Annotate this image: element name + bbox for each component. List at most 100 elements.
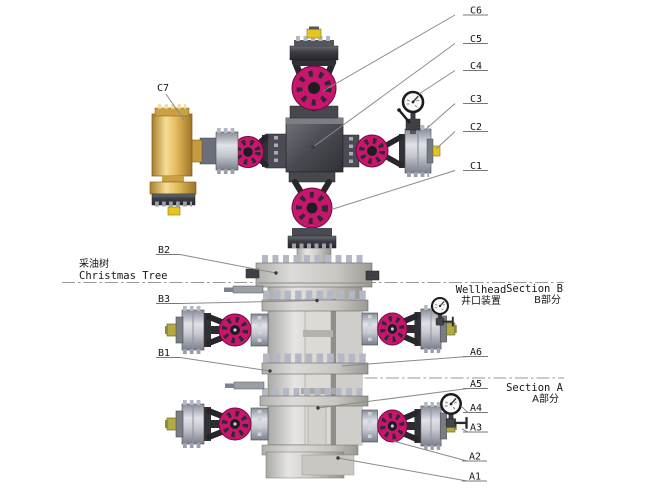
callout-a4: A4 bbox=[470, 403, 482, 414]
callout-c1: C1 bbox=[470, 161, 482, 172]
vent-fitting-left bbox=[245, 268, 260, 279]
leader-c3 bbox=[424, 103, 456, 131]
yoke-top-bar bbox=[293, 58, 335, 66]
leader-end-dots bbox=[268, 145, 340, 460]
leader-c1 bbox=[332, 170, 456, 210]
christmas-tree-label-zh: 采油树 bbox=[79, 257, 109, 270]
vent-fitting-right bbox=[365, 270, 380, 281]
bonnet-cap bbox=[289, 45, 339, 61]
handwheel-hub bbox=[306, 202, 318, 214]
callout-a5: A5 bbox=[470, 379, 482, 390]
side-valve-b-left bbox=[165, 309, 268, 352]
callout-a6: A6 bbox=[470, 347, 482, 358]
yellow-top-fitting bbox=[306, 28, 322, 39]
cap-top bbox=[294, 40, 334, 47]
leader-dot-a5 bbox=[316, 406, 320, 410]
casing-head-top-flange bbox=[259, 395, 369, 407]
handwheel-hub bbox=[243, 147, 253, 157]
leader-dot-b3 bbox=[315, 298, 319, 303]
cross-block bbox=[285, 117, 344, 173]
side-valve-a-left bbox=[165, 403, 268, 446]
callout-c7: C7 bbox=[157, 83, 169, 94]
section-a-label-en: Section A bbox=[506, 382, 564, 394]
choke-body bbox=[151, 113, 193, 177]
leader-c5 bbox=[312, 43, 456, 148]
leader-c2 bbox=[435, 131, 456, 150]
callout-c4: C4 bbox=[470, 61, 482, 72]
choke-neck bbox=[162, 176, 184, 182]
callout-a3: A3 bbox=[470, 423, 482, 434]
end-cap bbox=[426, 138, 434, 164]
tubing-hanger-step bbox=[303, 330, 333, 337]
leader-b1 bbox=[179, 357, 271, 372]
test-port-nipple-upper bbox=[232, 285, 264, 294]
casing-spool-top-flange bbox=[261, 362, 369, 375]
tree-gauge-c4 bbox=[397, 90, 425, 134]
callout-a1: A1 bbox=[469, 472, 481, 483]
choke-bottom-flange bbox=[149, 181, 197, 195]
bonnet-bar bbox=[292, 228, 332, 236]
wellhead-assembly bbox=[224, 241, 380, 479]
leader-c6 bbox=[322, 14, 456, 92]
callout-b2: B2 bbox=[158, 245, 170, 256]
choke-base-flange bbox=[151, 193, 196, 206]
callout-c3: C3 bbox=[470, 94, 482, 105]
section-a-label-zh: A部分 bbox=[532, 392, 559, 405]
wellhead-label-zh: 井口装置 bbox=[461, 294, 501, 307]
left-wing-valve bbox=[199, 128, 287, 174]
gauge-mount bbox=[410, 127, 416, 134]
christmas-tree-label-en: Christmas Tree bbox=[79, 270, 168, 282]
callout-a2: A2 bbox=[469, 452, 481, 463]
choke-top-cap bbox=[154, 107, 190, 117]
casing-head-base-inner bbox=[301, 454, 355, 476]
leader-a2 bbox=[392, 440, 468, 462]
wellhead-label-en: Wellhead bbox=[456, 284, 507, 296]
leader-a4 bbox=[461, 406, 469, 413]
section-b-label-zh: B部分 bbox=[534, 293, 561, 306]
gauge-ticks bbox=[406, 99, 420, 108]
callout-underlines bbox=[156, 14, 488, 482]
callout-b1: B1 bbox=[158, 348, 170, 359]
right-wing-valve bbox=[342, 125, 441, 177]
yellow-outlet-nub bbox=[167, 206, 181, 216]
leader-a5 bbox=[317, 388, 469, 409]
handwheel-bolt-ring bbox=[296, 192, 328, 224]
leader-dot-b1 bbox=[268, 369, 272, 373]
leader-b3 bbox=[180, 300, 318, 304]
section-annotations: 采油树 Christmas Tree Wellhead 井口装置 Section… bbox=[79, 257, 564, 405]
gauge-stem bbox=[410, 112, 416, 120]
test-port-tip-upper bbox=[224, 287, 233, 292]
yoke-bar bbox=[399, 134, 405, 168]
cross-block-top-face bbox=[286, 118, 343, 124]
leader-a6 bbox=[341, 356, 469, 367]
handwheel-hub bbox=[308, 82, 320, 94]
yoke-bar bbox=[262, 135, 268, 167]
tubing-head-top-flange bbox=[261, 299, 369, 312]
callout-b3: B3 bbox=[158, 294, 170, 305]
handwheel-bolt-ring bbox=[235, 139, 261, 165]
valve-lever bbox=[398, 109, 411, 124]
leader-dot-c5 bbox=[311, 145, 315, 149]
leader-dot-a1 bbox=[336, 456, 340, 460]
test-port-nipple-lower bbox=[233, 381, 265, 390]
lower-master-valve bbox=[287, 171, 337, 249]
valve-flange bbox=[288, 171, 336, 183]
bonnet-flange-stack bbox=[215, 131, 239, 171]
callout-labels: C6 C5 C4 C3 C2 C1 C7 B2 B3 B1 A6 A5 A4 A… bbox=[157, 6, 482, 483]
leader-lines bbox=[165, 14, 469, 482]
top-fitting-cap bbox=[309, 26, 319, 30]
leader-b2 bbox=[179, 254, 277, 274]
leader-a1 bbox=[337, 457, 468, 482]
test-port-tip-lower bbox=[225, 383, 234, 388]
leader-c4 bbox=[418, 70, 456, 95]
top-valve bbox=[289, 26, 339, 119]
callout-c5: C5 bbox=[470, 34, 482, 45]
christmas-tree-assembly bbox=[149, 26, 441, 249]
lever-knob bbox=[397, 108, 401, 112]
callout-c6: C6 bbox=[470, 6, 482, 17]
section-b-label-en: Section B bbox=[506, 283, 563, 295]
yellow-plug-c2 bbox=[432, 145, 441, 157]
handwheel-hub bbox=[367, 146, 377, 156]
